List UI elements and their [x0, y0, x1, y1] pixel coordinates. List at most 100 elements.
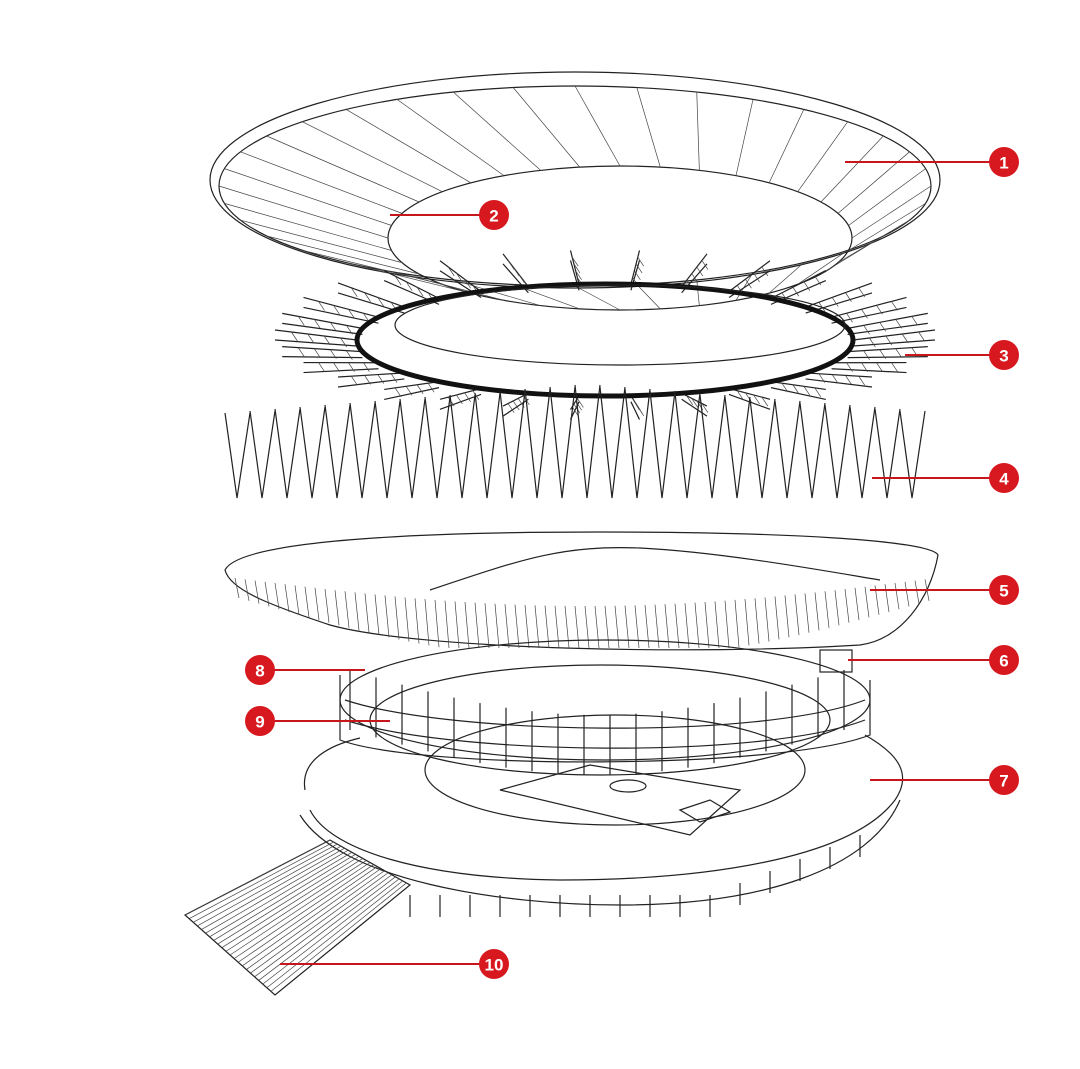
- roof-rib: [218, 185, 389, 239]
- truss-web: [637, 257, 645, 267]
- truss-web: [701, 403, 709, 413]
- truss-web: [691, 273, 699, 283]
- facade-fin: [714, 601, 720, 649]
- ramp-step: [270, 882, 407, 992]
- callout-number: 2: [489, 207, 498, 226]
- truss-chord-bottom: [805, 378, 873, 388]
- truss-web: [891, 362, 898, 372]
- roof-rib: [820, 235, 884, 275]
- roof-rib: [512, 87, 580, 168]
- truss: [303, 361, 379, 374]
- truss-web: [761, 396, 769, 407]
- ramp-step: [213, 854, 356, 941]
- truss: [681, 392, 709, 417]
- diagonal-column: [549, 386, 576, 499]
- roof-rib: [345, 109, 472, 184]
- truss-chord-top: [852, 329, 936, 341]
- facade-fin: [664, 604, 670, 649]
- truss-chord-top: [274, 329, 358, 341]
- truss: [274, 329, 358, 348]
- roof-rib: [302, 249, 443, 285]
- truss: [770, 381, 826, 401]
- ramp-step: [225, 860, 367, 952]
- callout-badge: [245, 706, 275, 736]
- truss-chord-bottom: [282, 356, 363, 359]
- truss-web: [845, 375, 852, 385]
- truss-web: [753, 394, 760, 405]
- truss-web: [814, 387, 822, 398]
- callout-number: 6: [999, 652, 1008, 671]
- facade-fin: [314, 587, 320, 621]
- facade-fin: [564, 605, 570, 649]
- callout-number: 7: [999, 772, 1008, 791]
- diagonal-column: [374, 400, 401, 499]
- truss-chord-bottom: [852, 339, 936, 347]
- truss-web: [918, 331, 925, 342]
- facade-fin: [704, 602, 710, 649]
- facade-fin: [574, 605, 580, 649]
- diagonal-column: [349, 402, 376, 499]
- truss-web: [753, 272, 760, 283]
- truss-web: [577, 398, 584, 408]
- facade-fin: [254, 580, 260, 604]
- diagonal-column: [249, 410, 276, 499]
- roof-rib: [848, 203, 926, 251]
- truss-web: [831, 374, 839, 384]
- roof-rib: [224, 203, 392, 251]
- truss-web: [330, 322, 337, 332]
- concourse-rail-2: [344, 719, 866, 749]
- seating-upper: [369, 664, 831, 776]
- ramp-step: [197, 845, 342, 927]
- ramp-step: [209, 851, 352, 938]
- truss-chord-bottom: [303, 306, 379, 324]
- diagonal-column: [499, 390, 526, 499]
- truss-web: [351, 287, 358, 297]
- truss-web: [571, 406, 579, 416]
- truss-web: [879, 349, 886, 359]
- truss-chord-top: [383, 270, 440, 299]
- callout-8: 8: [245, 655, 365, 685]
- truss-web: [686, 395, 693, 406]
- truss-web: [405, 281, 413, 291]
- truss-web: [346, 350, 353, 360]
- facade-fin: [854, 587, 860, 621]
- diagonal-column: [524, 388, 551, 499]
- facade-fin: [424, 599, 430, 646]
- truss-web: [879, 322, 886, 332]
- roof-trusses: [274, 250, 936, 420]
- truss-array: [274, 250, 936, 420]
- callout-badge: [989, 765, 1019, 795]
- diagonal-column: [749, 398, 776, 499]
- truss-chord-bottom: [337, 378, 405, 388]
- truss-web: [861, 309, 868, 319]
- diagonal-columns: [224, 384, 926, 499]
- diagonal-column: [849, 406, 876, 499]
- shell-facade-fins: [234, 577, 930, 649]
- truss: [384, 381, 440, 401]
- diagonal-column: [574, 384, 601, 499]
- facade-fin: [264, 581, 270, 607]
- facade-fin: [494, 603, 500, 649]
- facade-fin: [684, 603, 690, 649]
- truss-web: [394, 275, 402, 286]
- roof-rib: [224, 168, 392, 226]
- podium-edge: [303, 734, 904, 881]
- facade-fin: [374, 594, 380, 636]
- truss-web: [818, 373, 826, 383]
- truss-chord-top: [831, 296, 907, 318]
- truss-web: [323, 335, 331, 346]
- callout-number: 5: [999, 582, 1008, 601]
- facade-fin: [614, 605, 620, 649]
- bowl-rim: [339, 639, 871, 761]
- truss-web: [394, 387, 402, 398]
- facade-fin: [804, 593, 810, 633]
- roof-rib: [768, 262, 805, 294]
- facade-fin: [484, 603, 490, 649]
- truss-chord-top: [770, 381, 826, 391]
- facade-fin: [814, 592, 820, 631]
- truss-chord-top: [728, 260, 771, 292]
- truss-chord-top: [681, 253, 708, 288]
- diagonal-column: [799, 402, 826, 499]
- ramp-step: [184, 839, 331, 916]
- callout-2: 2: [390, 200, 509, 230]
